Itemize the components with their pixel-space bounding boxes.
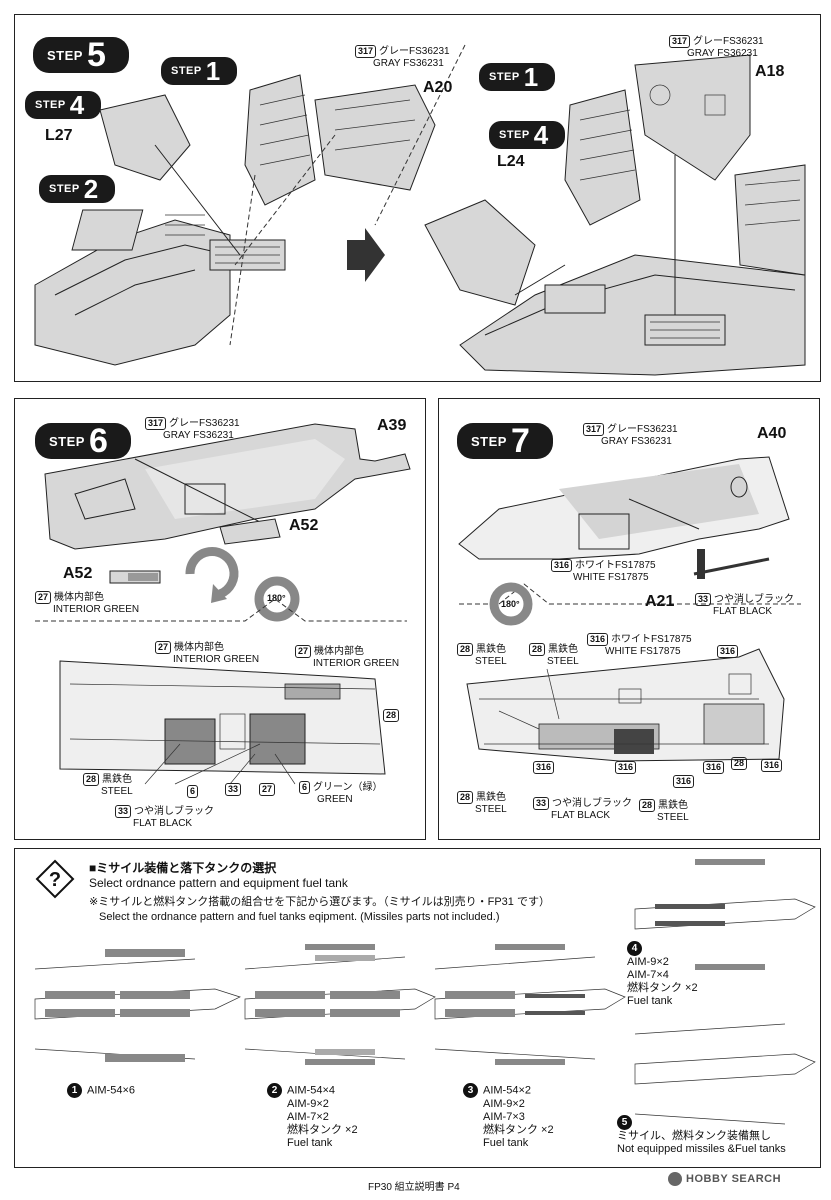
rotation-180-label-step7: 180° <box>501 599 520 609</box>
ordnance-title-en: Select ordnance pattern and equipment fu… <box>89 876 348 890</box>
option-4-drawing <box>634 859 816 970</box>
part-label-l24: L24 <box>497 153 525 170</box>
part-label-a40: A40 <box>757 425 787 442</box>
step5-substep-4-left: STEP 4 <box>25 91 101 119</box>
code-marker: 6 <box>187 785 199 798</box>
code-marker: 316 <box>673 775 695 788</box>
ordnance-note-en: Select the ordnance pattern and fuel tan… <box>99 911 500 923</box>
part-label-a52: A52 <box>289 517 319 534</box>
code-marker: 316 <box>703 761 725 774</box>
part-label-l27: L27 <box>45 127 73 144</box>
step5-panel: STEP 5 STEP 1 STEP 4 STEP 2 STEP 1 STEP … <box>14 14 821 382</box>
ordnance-title-jp: ■ミサイル装備と落下タンクの選択 <box>89 861 277 875</box>
ordnance-illustration <box>34 859 816 1125</box>
ordnance-note-jp: ※ミサイルと燃料タンク搭載の組合せを下記から選びます。（ミサイルは別売り・FP3… <box>89 896 550 908</box>
option-1-drawing <box>34 949 241 1062</box>
code-marker: 316 <box>615 761 637 774</box>
code-marker: 27 <box>259 783 276 796</box>
part-label-a18: A18 <box>755 63 785 80</box>
step5-badge: STEP 5 <box>33 37 129 73</box>
code-marker: 28 <box>383 709 400 722</box>
hobby-search-watermark: HOBBY SEARCH <box>668 1172 781 1186</box>
rotation-180-label: 180° <box>267 593 286 603</box>
code-marker: 316 <box>717 645 739 658</box>
step5-illustration <box>34 44 806 376</box>
option-3-drawing <box>434 944 626 1065</box>
part-label-a52-detail: A52 <box>63 565 93 582</box>
ordnance-warning-icon: ? <box>35 859 75 899</box>
step5-substep-4-right: STEP 4 <box>489 121 565 149</box>
step6-badge: STEP 6 <box>35 423 131 459</box>
svg-text:?: ? <box>49 869 61 891</box>
option-5-drawing <box>634 1023 816 1125</box>
code-marker: 316 <box>761 759 783 772</box>
step7-illustration <box>458 456 801 762</box>
ordnance-panel: ? ■ミサイル装備と落下タンクの選択 Select ordnance patte… <box>14 848 821 1168</box>
option-4-caption: 4 AIM-9×2 AIM-7×4 燃料タンク ×2 Fuel tank <box>627 941 698 1007</box>
step5-substep-2-left: STEP 2 <box>39 175 115 203</box>
code-marker: 316 <box>533 761 555 774</box>
part-label-a21: A21 <box>645 593 675 610</box>
watermark-logo-icon <box>668 1172 682 1186</box>
page-footer: FP30 組立説明書 P4 <box>368 1182 460 1193</box>
step7-badge: STEP 7 <box>457 423 553 459</box>
code-marker: 28 <box>731 757 748 770</box>
option-5-caption: 5 ミサイル、燃料タンク装備無し Not equipped missiles &… <box>617 1115 786 1155</box>
part-label-a20: A20 <box>423 79 453 96</box>
step5-substep-1-left: STEP 1 <box>161 57 237 85</box>
step6-illustration <box>35 423 411 785</box>
option-2-drawing <box>244 944 436 1065</box>
code-marker: 33 <box>225 783 242 796</box>
part-label-a39: A39 <box>377 417 407 434</box>
step5-substep-1-right: STEP 1 <box>479 63 555 91</box>
